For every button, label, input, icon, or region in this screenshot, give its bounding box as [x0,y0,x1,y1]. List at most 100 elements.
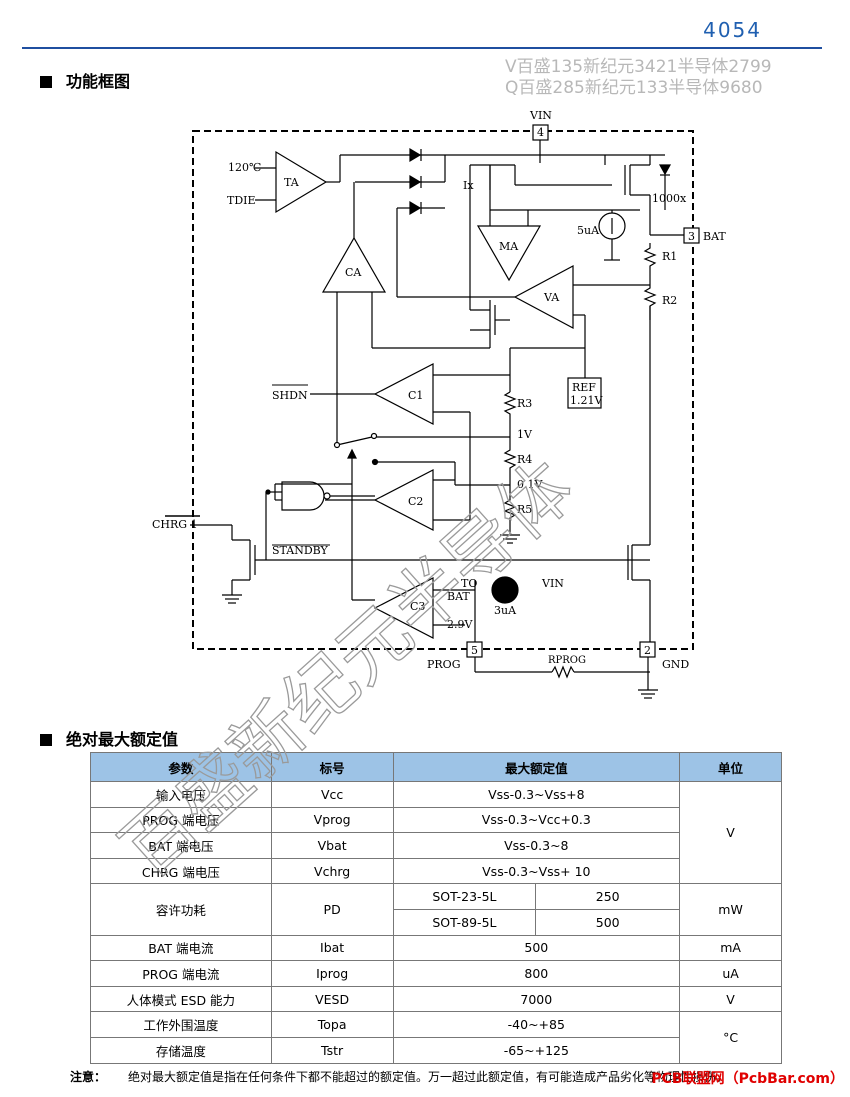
lbl-r1: R1 [662,250,677,263]
cell-param: CHRG 端电压 [90,857,272,885]
footer-site: PCB联盟网（PcbBar.com） [651,1071,844,1087]
cell-value: 250 [535,883,681,910]
cell-param: 容许功耗 [90,883,272,936]
cell-param: 存储温度 [90,1036,272,1064]
lbl-pin5: 5 [471,644,478,657]
cell-package: SOT-89-5L [392,908,537,936]
block-diagram: VIN 4 120℃ TA TDIE Ix 1000x 5uA MA CA VA… [152,109,726,699]
cell-param: PROG 端电压 [90,806,272,834]
header-symbol: 标号 [270,752,394,782]
lbl-vin2: VIN [541,577,564,590]
cell-symbol: Vchrg [270,857,394,885]
table-row: 工作外围温度 Topa -40~+85 °C [90,1011,782,1064]
lbl-3ua: 3uA [494,604,517,617]
table-row: BAT 端电压 Vbat Vss-0.3~8 [90,832,782,859]
lbl-pin2: 2 [644,644,651,657]
watermark-line-1: V百盛135新纪元3421半导体2799 [505,57,772,77]
lbl-tdie: TDIE [227,194,256,207]
table-row: 人体模式 ESD 能力 VESD 7000 V [90,985,782,1013]
table-row: PROG 端电压 Vprog Vss-0.3~Vcc+0.3 [90,806,782,834]
cell-symbol: Vbat [270,832,394,859]
lbl-prog: PROG [427,658,461,671]
lbl-bat2: BAT [447,590,470,603]
cell-value: 500 [392,934,681,962]
cell-unit-v: V [679,780,782,885]
lbl-standby: STANDBY [272,544,329,557]
note-label: 注意： [70,1070,107,1084]
cell-symbol: PD [270,883,394,936]
lbl-vin-top: VIN [529,109,552,122]
lbl-ref2: 1.21V [570,394,603,407]
lbl-ma: MA [499,240,519,253]
lbl-c1: C1 [408,389,423,402]
cell-package: SOT-23-5L [392,883,537,910]
lbl-va: VA [543,291,560,304]
lbl-to: TO [461,577,477,590]
cell-value: Vss-0.3~8 [392,832,681,859]
cell-symbol: Ibat [270,934,394,962]
cell-unit: mW [679,883,782,936]
block-diagram-title: 功能框图 [66,72,131,91]
header-max-rating: 最大额定值 [392,752,681,782]
lbl-1v: 1V [517,428,533,441]
table-row: 容许功耗 PD SOT-23-5L 250 mW [90,883,782,936]
cell-value: -65~+125 [392,1036,681,1064]
cell-param: 输入电压 [90,781,272,808]
ratings-table: 参数 标号 最大额定值 单位 输入电压 Vcc Vss-0.3~Vss+8 V … [90,752,782,1064]
section-title-ratings: 绝对最大额定值 [40,726,178,750]
lbl-c3: C3 [410,600,425,613]
lbl-r4: R4 [517,453,532,466]
cell-unit: uA [679,960,782,987]
cell-param: BAT 端电流 [90,934,272,962]
cell-value: -40~+85 [392,1011,681,1038]
lbl-rprog: RPROG [548,655,586,666]
cell-symbol: Tstr [270,1036,394,1064]
lbl-ref1: REF [572,381,596,394]
lbl-5ua: 5uA [577,224,600,237]
lbl-c2: C2 [408,495,423,508]
lbl-bat: BAT [703,230,726,243]
table-row: SOT-89-5L 500 [91,908,782,936]
lbl-pin4: 4 [537,126,544,139]
watermark-line-2: Q百盛285新纪元133半导体9680 [505,78,763,98]
header-param: 参数 [90,752,272,782]
cell-value: Vss-0.3~Vss+ 10 [392,857,681,885]
bullet-square [40,734,52,746]
cell-symbol: VESD [270,985,394,1013]
table-row: 输入电压 Vcc Vss-0.3~Vss+8 V [90,780,782,885]
lbl-1000x: 1000x [652,192,687,205]
lbl-pin3: 3 [688,230,695,243]
cell-param: 人体模式 ESD 能力 [90,985,272,1013]
header-rule [22,47,822,49]
lbl-01v: 0.1V [517,478,543,491]
lbl-chrg: CHRG 1 [152,518,198,531]
lbl-gnd: GND [662,658,689,671]
cell-param: PROG 端电流 [90,960,272,987]
section-title-block-diagram: 功能框图 [40,68,130,92]
note: 注意：绝对最大额定值是指在任何条件下都不能超过的额定值。万一超过此额定值，有可能… [70,1068,728,1085]
table-row: 存储温度 Tstr -65~+125 [90,1036,782,1064]
cell-value: 7000 [392,985,681,1013]
lbl-shdn: SHDN [272,389,308,402]
lbl-ta: TA [284,176,300,189]
lbl-r5: R5 [517,503,532,516]
lbl-r2: R2 [662,294,677,307]
cell-unit: V [679,985,782,1013]
cell-param: 工作外围温度 [90,1011,272,1038]
lbl-temp: 120℃ [228,161,261,174]
header-unit: 单位 [679,752,782,782]
cell-symbol: Vprog [270,806,394,834]
cell-unit: mA [679,934,782,962]
table-row: CHRG 端电压 Vchrg Vss-0.3~Vss+ 10 [90,857,782,885]
cell-symbol: Vcc [270,781,394,808]
part-number: 4054 [703,18,762,42]
cell-value: 500 [535,908,681,936]
cell-value: Vss-0.3~Vss+8 [392,781,681,808]
cell-unit-c: °C [679,1011,782,1064]
cell-symbol: Topa [270,1011,394,1038]
table-header-row: 参数 标号 最大额定值 单位 [90,752,782,782]
cell-symbol: Iprog [270,960,394,987]
ratings-title: 绝对最大额定值 [66,730,179,749]
cell-value: 800 [392,960,681,987]
cell-value: Vss-0.3~Vcc+0.3 [392,806,681,834]
